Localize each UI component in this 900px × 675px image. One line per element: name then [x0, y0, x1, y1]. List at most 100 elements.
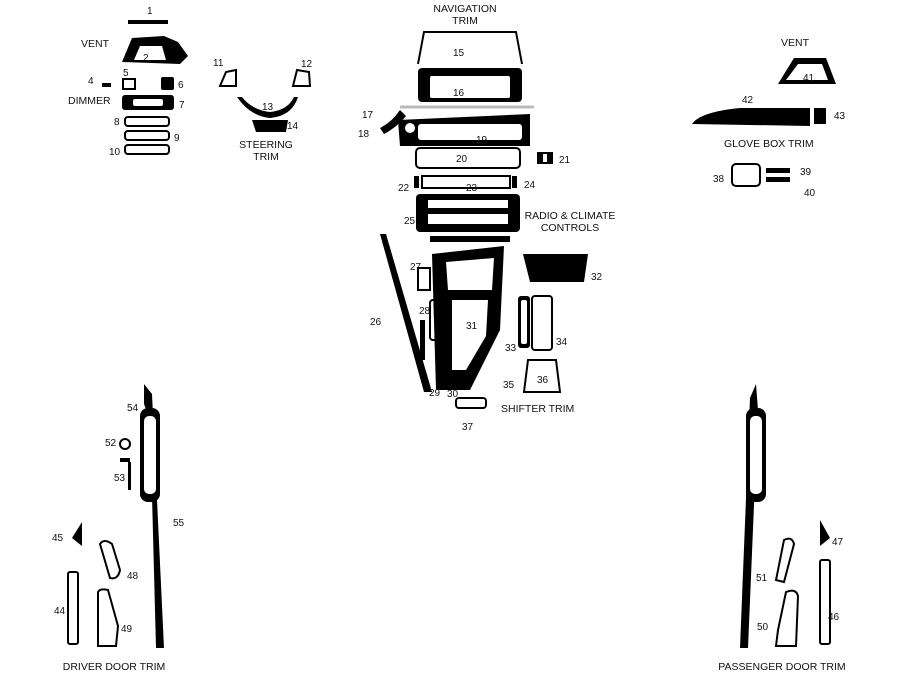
part-16-window	[430, 76, 510, 98]
label-navigation-2: TRIM	[452, 15, 478, 27]
part-number-46: 46	[828, 612, 840, 623]
part-number-28: 28	[419, 306, 431, 317]
part-6-shape[interactable]	[161, 77, 174, 90]
part-number-49: 49	[121, 624, 133, 635]
part-17-shape[interactable]	[380, 110, 406, 134]
part-31-window-top	[446, 258, 494, 290]
part-51-shape[interactable]	[774, 537, 796, 584]
part-27-shape[interactable]	[417, 267, 431, 291]
part-number-24: 24	[524, 180, 536, 191]
part-number-32: 32	[591, 272, 603, 283]
part-54-55-shape[interactable]	[144, 384, 164, 648]
part-13-14-shape[interactable]	[237, 97, 298, 132]
part-47-shape[interactable]	[820, 520, 830, 546]
part-25-shape[interactable]	[416, 194, 520, 232]
part-26-shape[interactable]	[380, 234, 432, 392]
part-15-shape[interactable]	[417, 31, 523, 65]
part-number-34: 34	[556, 337, 568, 348]
part-number-22: 22	[398, 183, 410, 194]
label-vent-left: VENT	[81, 38, 110, 50]
part-44-shape[interactable]	[67, 571, 79, 645]
part-49-shape[interactable]	[97, 588, 120, 647]
part-number-20: 20	[456, 154, 468, 165]
part-52-shape[interactable]	[119, 438, 131, 450]
part-number-12: 12	[301, 59, 313, 70]
part-number-40: 40	[804, 188, 816, 199]
part-10-shape[interactable]	[124, 144, 170, 155]
part-number-44: 44	[54, 606, 66, 617]
part-number-27: 27	[410, 262, 422, 273]
part-23-shape[interactable]	[421, 175, 511, 189]
section-labels: VENT DIMMER STEERING TRIM NAVIGATION TRI…	[63, 3, 846, 673]
part-36-shape[interactable]	[522, 359, 562, 393]
part-5-shape[interactable]	[122, 78, 136, 90]
part-1-shape[interactable]	[128, 20, 168, 24]
part-37-shape[interactable]	[455, 397, 487, 409]
part-18-knob	[405, 123, 415, 133]
part-20-shape[interactable]	[415, 147, 521, 169]
passenger-door-group	[740, 384, 831, 648]
part-number-2: 2	[143, 53, 149, 64]
part-number-43: 43	[834, 111, 846, 122]
part-8-shape[interactable]	[124, 116, 170, 127]
part-number-30: 30	[447, 389, 459, 400]
label-radio-2: CONTROLS	[541, 222, 599, 234]
part-48-shape[interactable]	[98, 540, 122, 580]
label-steering-1: STEERING	[239, 139, 293, 151]
part-number-17: 17	[362, 110, 374, 121]
part-number-10: 10	[109, 147, 121, 158]
glove-box-group	[692, 58, 836, 187]
part-number-53: 53	[114, 473, 126, 484]
part-11-shape[interactable]	[218, 68, 237, 87]
part-34-shape[interactable]	[531, 295, 553, 351]
part-40-shape[interactable]	[766, 177, 790, 182]
part-12-shape[interactable]	[291, 68, 312, 87]
part-number-39: 39	[800, 167, 812, 178]
part-45-shape[interactable]	[72, 522, 82, 546]
part-number-38: 38	[713, 174, 725, 185]
part-number-41: 41	[803, 73, 815, 84]
part-43-shape[interactable]	[814, 108, 826, 124]
part-number-45: 45	[52, 533, 64, 544]
part-22-shape[interactable]	[414, 176, 419, 188]
part-number-54: 54	[127, 403, 139, 414]
part-number-3: 3	[169, 40, 175, 51]
part-number-50: 50	[757, 622, 769, 633]
part-4-shape[interactable]	[102, 83, 111, 87]
part-32-shape[interactable]	[523, 254, 588, 282]
label-glove-box: GLOVE BOX TRIM	[724, 138, 814, 150]
part-number-11: 11	[213, 58, 224, 69]
part-31-window-bottom	[452, 300, 488, 370]
part-number-14: 14	[287, 121, 299, 132]
part-number-18: 18	[358, 129, 370, 140]
part-9-shape[interactable]	[124, 130, 170, 141]
part-50-shape[interactable]	[774, 589, 800, 647]
part-number-35: 35	[503, 380, 515, 391]
part-number-31: 31	[466, 321, 478, 332]
vent-dimmer-group	[102, 20, 188, 155]
label-driver-door: DRIVER DOOR TRIM	[63, 661, 165, 673]
part-25-base-strip[interactable]	[430, 236, 510, 242]
part-number-55: 55	[173, 518, 185, 529]
part-24-shape[interactable]	[512, 176, 517, 188]
part-46-shape[interactable]	[819, 559, 831, 645]
part-41-window	[786, 64, 828, 80]
part-29-shape[interactable]	[420, 320, 425, 360]
part-number-52: 52	[105, 438, 117, 449]
part-25-window-bottom	[428, 214, 508, 224]
steering-trim-group	[218, 68, 312, 132]
part-53-shape[interactable]	[120, 458, 130, 462]
label-passenger-door: PASSENGER DOOR TRIM	[718, 661, 845, 673]
part-number-8: 8	[114, 117, 120, 128]
part-2-vent-opening	[134, 46, 166, 60]
part-number-48: 48	[127, 571, 139, 582]
part-25-window-top	[428, 200, 508, 208]
label-dimmer: DIMMER	[68, 95, 111, 107]
part-42-shape[interactable]	[692, 108, 810, 126]
part-54-window	[144, 416, 156, 494]
part-53-bar	[128, 462, 131, 490]
part-39-shape[interactable]	[766, 168, 790, 173]
part-38-shape[interactable]	[731, 163, 761, 187]
part-number-15: 15	[453, 48, 465, 59]
